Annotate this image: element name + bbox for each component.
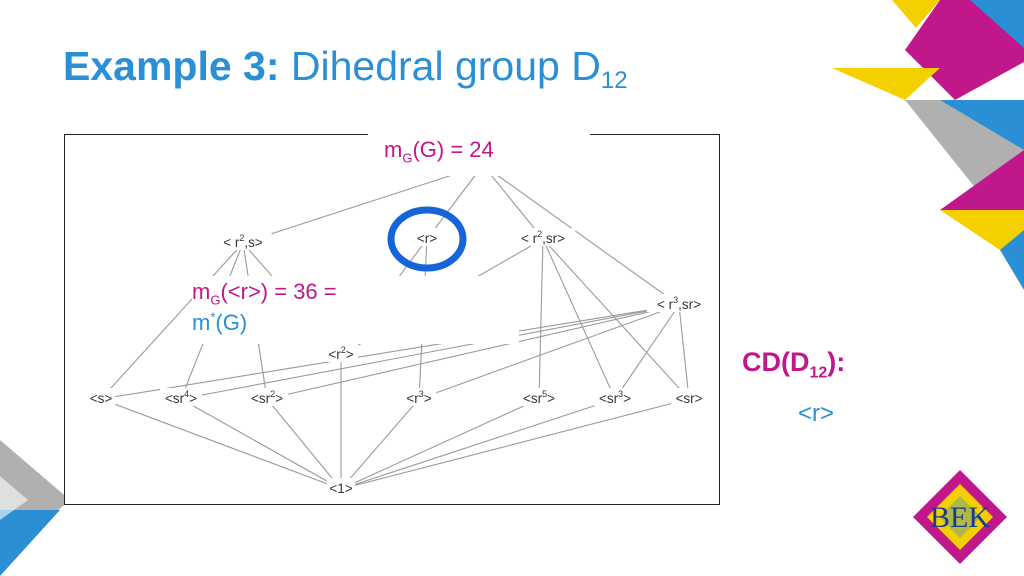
lattice-edge-r3sr-r3 [418, 304, 680, 400]
lattice-edge-r2sr-sr5 [538, 238, 544, 400]
lattice-node-r3sr: < r3,sr> [657, 295, 701, 312]
lattice-node-bg-r3sr [646, 294, 712, 312]
lattice-edge-r2sr-sr3 [542, 238, 616, 400]
lattice-edge-r3sr-sr [678, 304, 690, 400]
lattice-node-bg-one [326, 478, 356, 496]
lattice-edge-r3sr-sr4 [180, 304, 680, 400]
lattice-edge-r3-one [340, 398, 420, 490]
lattice-node-bg-sr [671, 388, 707, 406]
bek-logo: BEK [913, 470, 1007, 564]
lattice-edge-s-r3sr [100, 304, 680, 400]
central-divisor-value: <r> [798, 400, 835, 427]
lattice-node-r3: <r3> [406, 389, 431, 406]
logo-text: BEK [930, 501, 990, 534]
lattice-node-sr3: <sr3> [599, 389, 631, 406]
lattice-node-sr2: <sr2> [251, 389, 283, 406]
lattice-node-sr4: <sr4> [165, 389, 197, 406]
lattice-node-r2sr: < r2,sr> [521, 229, 565, 246]
lattice-node-bg-r2s [214, 232, 272, 250]
lattice-node-bg-r3 [401, 388, 437, 406]
lattice-edge-r2s-s [100, 242, 244, 400]
lattice-node-r2: <r2> [328, 345, 353, 362]
lattice-node-bg-s [86, 388, 116, 406]
lattice-node-r2s: < r2,s> [223, 233, 263, 250]
lattice-edge-sr5-one [340, 398, 540, 490]
lattice-node-sr5: <sr5> [523, 389, 555, 406]
lattice-node-s: <s> [90, 391, 113, 406]
title-subscript: 12 [600, 67, 628, 94]
lattice-edge-sr3-one [340, 398, 616, 490]
lattice-edge-sr3-r3sr [614, 304, 680, 400]
highlight-circle [387, 206, 467, 272]
page-title: Example 3: Dihedral group D12 [63, 46, 628, 93]
central-divisor-label: CD(D12): [742, 347, 846, 382]
lattice-edge-s-one [100, 398, 342, 490]
lattice-node-one: <1> [329, 481, 352, 496]
title-rest: Dihedral group D [279, 43, 601, 89]
lattice-edge-sr2-r3sr [266, 304, 680, 400]
lattice-edge-top-r2s [242, 164, 484, 244]
lattice-node-bg-sr4 [160, 388, 202, 406]
annotation-line-1: mG(<r>) = 36 = [192, 279, 337, 308]
lattice-node-r: <r> [417, 231, 437, 246]
subgroup-lattice: < r2,s> <r> < r2,sr> < r3,sr> <r2> <s> <sr4> <s… [86, 164, 712, 496]
lattice-node-bg-r2sr [510, 228, 576, 246]
lattice-node-bg-r [412, 228, 442, 246]
title-bold: Example 3: [63, 43, 280, 89]
lattice-node-bg-sr3 [594, 388, 636, 406]
annotation-line-2: m*(G) [192, 309, 248, 335]
lattice-node-bg-sr5 [518, 388, 560, 406]
lattice-node-bg-sr2 [246, 388, 288, 406]
lattice-edge-top-r3sr [482, 164, 680, 306]
lattice-node-bg-r2 [323, 344, 359, 362]
lattice-edge-sr-one [340, 398, 690, 490]
lattice-edge-top-r2sr [482, 164, 544, 240]
lattice-edge-sr4-one [180, 398, 342, 490]
lattice-edge-sr2-one [266, 398, 342, 490]
annotation-mg-of-r: mG(<r>) = 36 = m*(G) [192, 276, 519, 344]
lattice-node-sr: <sr> [675, 391, 702, 406]
annotation-mg-of-g: mG(G) = 24 [368, 124, 590, 176]
lattice-edge-top-r [426, 164, 484, 240]
